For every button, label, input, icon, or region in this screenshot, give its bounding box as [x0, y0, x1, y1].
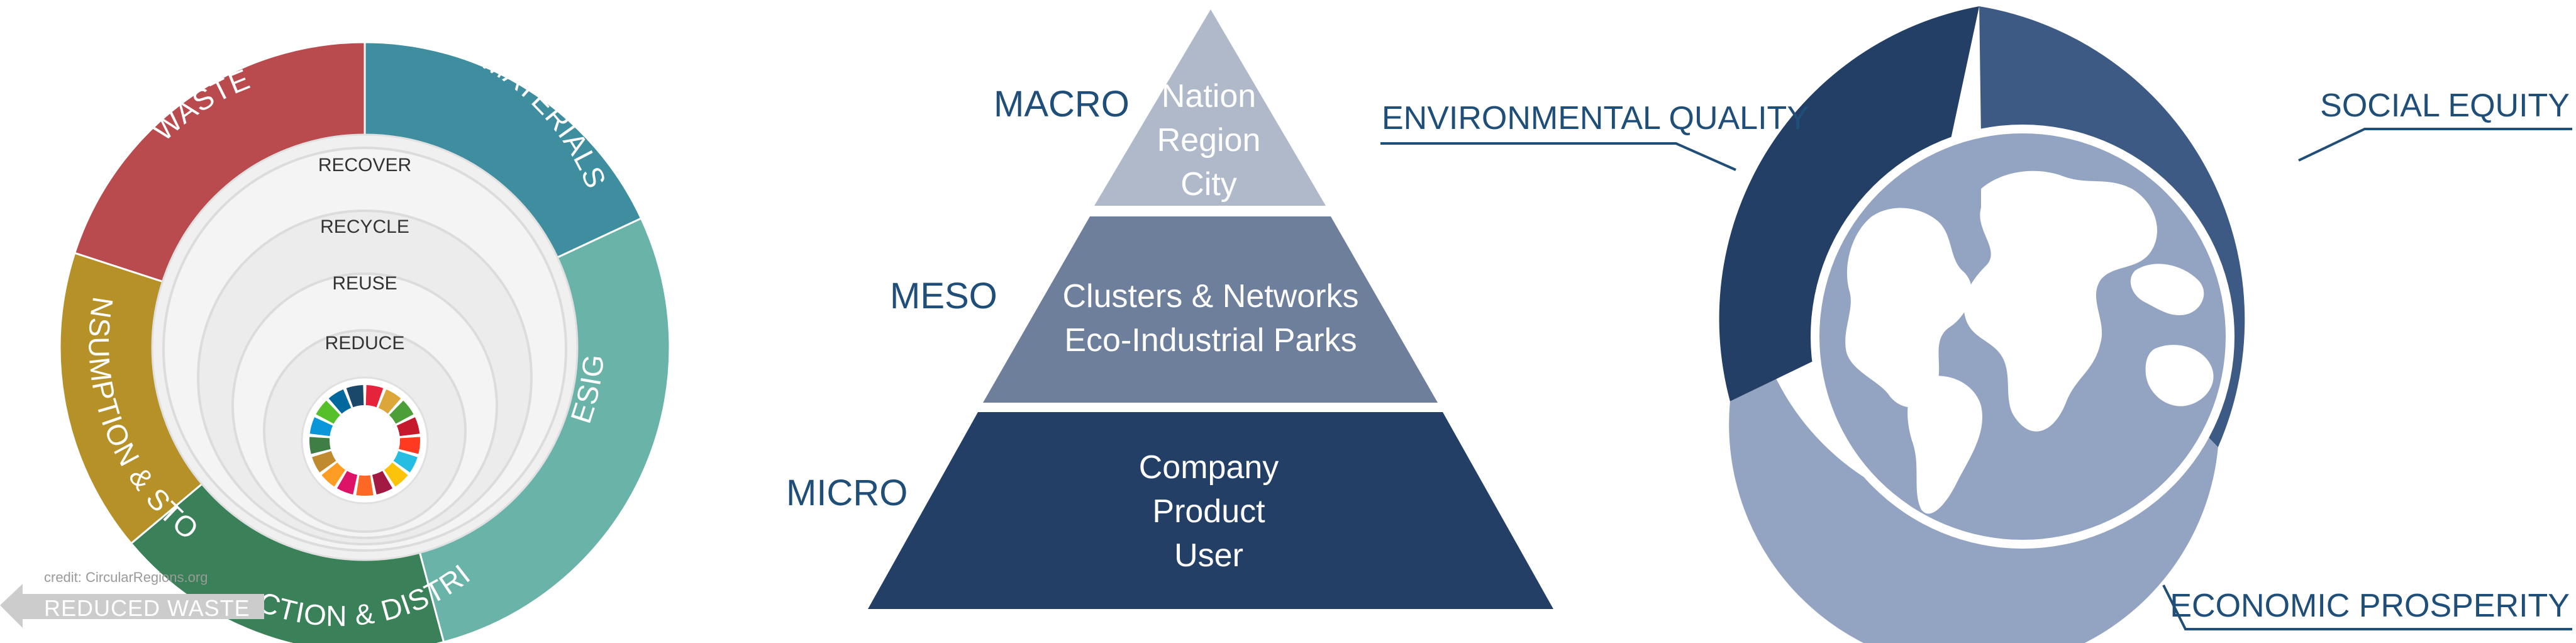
sdg-wedge [336, 471, 358, 495]
side-label-meso: MESO [890, 276, 997, 316]
sdg-wedge [309, 437, 331, 454]
circular-economy-diagram: RECOVER RECYCLE REUSE REDUCE WASTE MATER… [0, 0, 671, 643]
globe-continents [1845, 171, 2214, 514]
sdg-wedge [312, 450, 336, 472]
sdg-wedge [384, 462, 408, 487]
continent-africa-europe [1963, 171, 2157, 432]
macro-line-2: Region [1157, 122, 1261, 159]
economic-prosperity-label: ECONOMIC PROSPERITY [2170, 588, 2570, 624]
continent-asia [2130, 264, 2204, 315]
micro-line-1: Company [1139, 449, 1279, 486]
arrow-left-icon [0, 584, 264, 628]
sdg-wedge [316, 400, 341, 424]
continent-australia [2145, 345, 2214, 406]
pyramid-level-micro [868, 412, 1553, 609]
ring-label-recover: RECOVER [318, 155, 411, 176]
continent-americas [1845, 208, 1972, 408]
label-environmental-quality: ENVIRONMENTAL QUALITY [1380, 100, 1809, 171]
label-social-equity: SOCIAL EQUITY [2298, 87, 2572, 162]
side-label-micro: MICRO [786, 472, 908, 513]
sdg-wedge [356, 475, 374, 496]
ring-label-reuse: REUSE [332, 273, 397, 294]
sdg-wedge [309, 417, 333, 437]
segment-environmental-quality [1719, 6, 1980, 401]
sdg-wedge [372, 471, 393, 495]
reduced-waste-label: REDUCED WASTE [44, 595, 250, 621]
sustainability-diagram: ENVIRONMENTAL QUALITY SOCIAL EQUITY ECON… [1380, 6, 2572, 643]
segment-economic-prosperity [1729, 374, 2218, 643]
macro-line-1: Nation [1162, 78, 1256, 115]
meso-line-2: Eco-Industrial Parks [1064, 322, 1357, 359]
waste-hierarchy-rings: RECOVER RECYCLE REUSE REDUCE [162, 147, 567, 552]
social-leader-line [2298, 128, 2572, 162]
label-economic-prosperity: ECONOMIC PROSPERITY [2162, 584, 2572, 630]
credit-text: credit: CircularRegions.org [44, 569, 208, 585]
pyramid-level-meso [983, 216, 1438, 403]
sdg-wedge [378, 389, 401, 414]
social-equity-label: SOCIAL EQUITY [2320, 87, 2570, 124]
ring-label-reduce: REDUCE [325, 333, 405, 354]
sdg-wedge [399, 437, 421, 454]
sdg-wedge [393, 450, 418, 472]
continent-south-america [1907, 376, 1982, 514]
sdg-wedge [321, 462, 346, 487]
environmental-leader-line [1380, 142, 1736, 171]
sdg-wedge [396, 417, 420, 437]
side-label-macro: MACRO [994, 84, 1130, 125]
macro-line-3: City [1180, 166, 1237, 203]
ring-label-recycle: RECYCLE [320, 216, 409, 237]
pyramid-level-macro [1094, 9, 1326, 206]
economic-leader-line [2162, 584, 2572, 630]
sdg-wedge [389, 400, 414, 424]
environmental-quality-label: ENVIRONMENTAL QUALITY [1382, 100, 1809, 137]
reduced-waste-arrow: REDUCED WASTE [0, 584, 264, 628]
sdg-wedge [346, 385, 364, 408]
meso-line-1: Clusters & Networks [1063, 278, 1359, 315]
micro-line-2: Product [1152, 493, 1265, 530]
sdg-wedge [328, 389, 352, 414]
micro-line-3: User [1174, 537, 1243, 574]
sdg-wedge [365, 385, 384, 408]
scale-pyramid: Nation Region City Clusters & Networks E… [786, 9, 1553, 609]
sdg-wheel-icon [309, 385, 421, 496]
